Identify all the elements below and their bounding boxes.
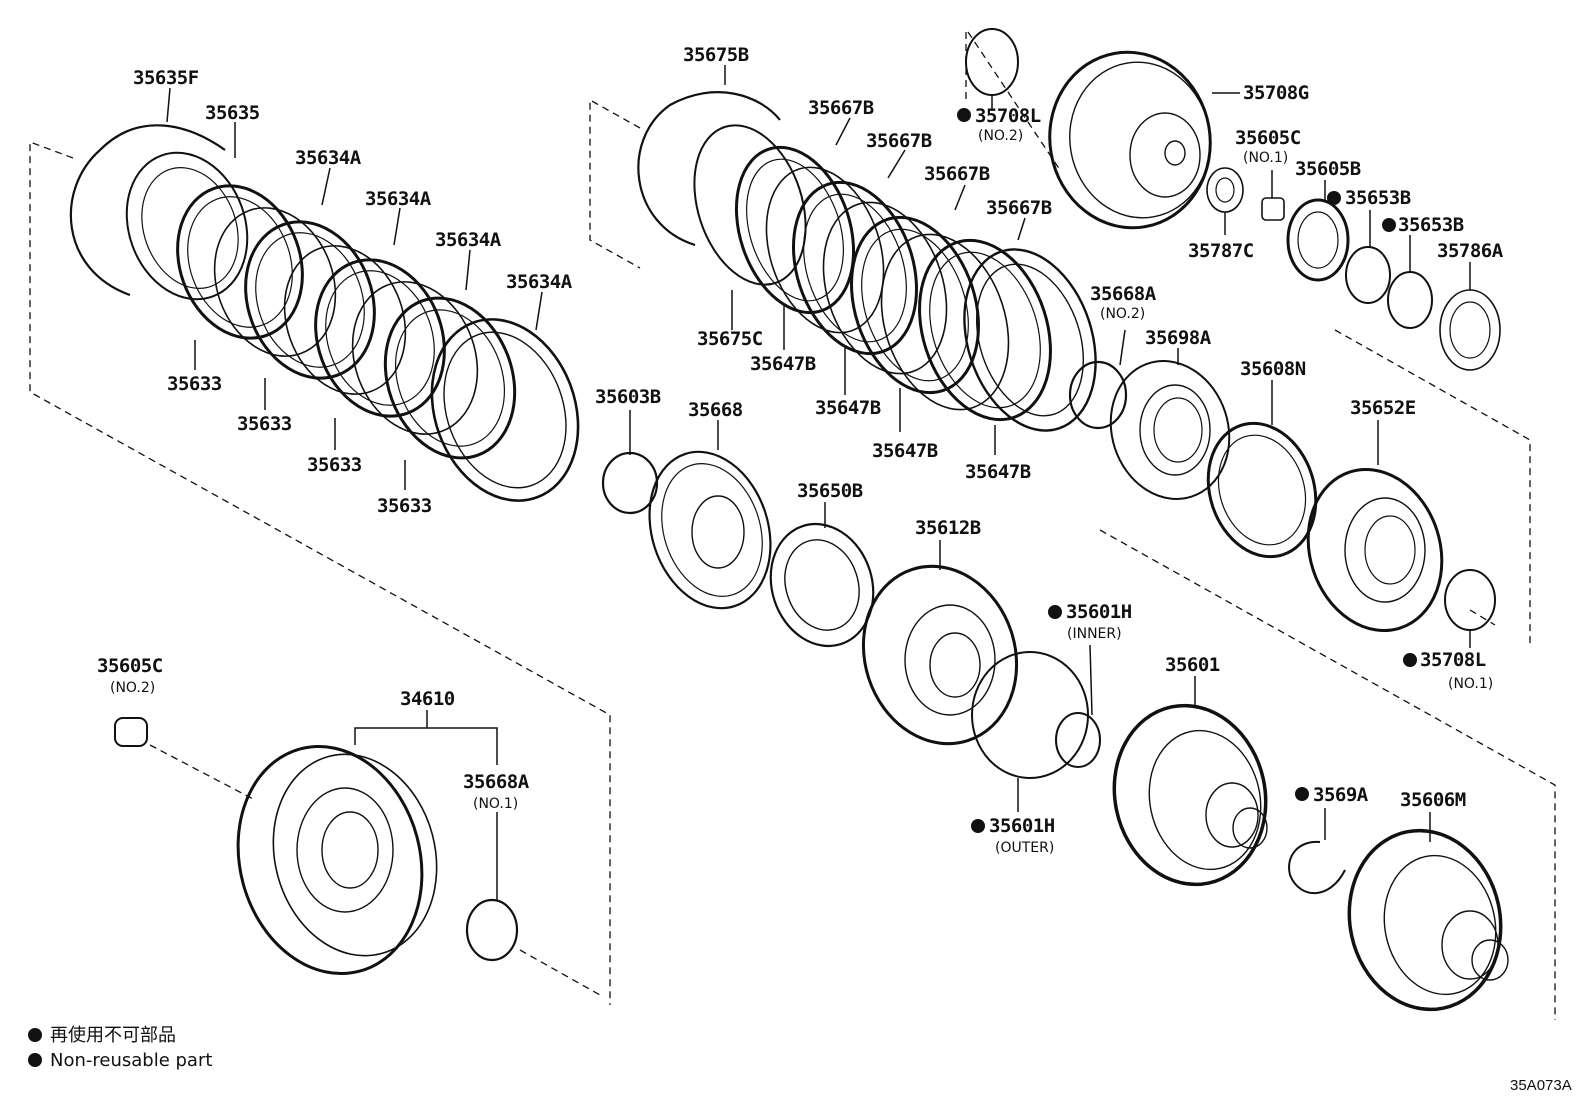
label-35708L-no2: 35708L — [975, 105, 1041, 127]
label-35605C-no1: 35605C — [1235, 127, 1301, 149]
label-35675C: 35675C — [697, 328, 763, 350]
leader-lines — [166, 65, 1471, 900]
label-35653B-1: 35653B — [1345, 187, 1411, 209]
bushing-35605C-no1 — [1261, 197, 1285, 221]
label-35633-2: 35633 — [237, 413, 292, 435]
seal-ring-35653B-a — [1345, 246, 1391, 304]
note-35605C-no2: (NO.2) — [110, 680, 155, 696]
piston-35612B — [861, 564, 1019, 746]
label-35601H-inner: 35601H — [1066, 601, 1132, 623]
seal-ring-35708L-no1 — [1444, 569, 1496, 631]
piston-35698A — [1109, 360, 1231, 500]
label-35605C-no2: 35605C — [97, 655, 163, 677]
diagram-code: 35A073A — [1510, 1077, 1572, 1094]
label-35634A-4: 35634A — [506, 271, 573, 293]
clutch-drum-34610 — [236, 745, 424, 975]
legend: 再使用不可部品 Non-reusable part — [28, 1025, 212, 1071]
label-35608N: 35608N — [1240, 358, 1306, 380]
label-35787C: 35787C — [1188, 240, 1254, 262]
note-35668A-no2: (NO.2) — [1100, 306, 1145, 322]
part-labels: 35635F 35635 35634A 35634A 35634A 35634A… — [97, 44, 1504, 856]
label-35612B: 35612B — [915, 517, 981, 539]
washer-35787C — [1206, 167, 1244, 213]
plate-35668 — [648, 450, 772, 610]
bushing-35605C-no2 — [114, 717, 148, 747]
clutch-plates-35633 — [213, 207, 479, 435]
label-35633-3: 35633 — [307, 454, 362, 476]
left-clutch-pack — [69, 124, 580, 502]
note-35708L-no1: (NO.1) — [1448, 676, 1493, 692]
label-35603B: 35603B — [595, 386, 661, 408]
middle-clutch-pack — [637, 91, 1097, 432]
label-35653B-2: 35653B — [1398, 214, 1464, 236]
snap-ring-35668A-no1 — [465, 898, 519, 962]
spring-35608N — [1206, 421, 1318, 559]
non-reusable-markers — [957, 108, 1417, 833]
label-35650B: 35650B — [797, 480, 863, 502]
note-35605C-no1: (NO.1) — [1243, 150, 1288, 166]
note-35668A-no1: (NO.1) — [473, 796, 518, 812]
label-35601H-outer: 35601H — [989, 815, 1055, 837]
label-35635: 35635 — [205, 102, 260, 124]
seal-ring-35708L-no2 — [965, 28, 1019, 96]
upper-right-drum-group — [965, 28, 1501, 371]
label-35634A-1: 35634A — [295, 147, 362, 169]
label-35633-1: 35633 — [167, 373, 222, 395]
label-3569A: 3569A — [1313, 784, 1369, 806]
label-35667B-4: 35667B — [986, 197, 1052, 219]
drum-35652E — [1306, 467, 1444, 633]
seal-ring-35653B-b — [1387, 271, 1433, 329]
label-34610: 34610 — [400, 688, 455, 710]
label-35708G: 35708G — [1243, 82, 1309, 104]
spring-35650B — [769, 522, 875, 648]
middle-row-right — [1068, 360, 1496, 633]
label-35635F: 35635F — [133, 67, 199, 89]
label-35786A: 35786A — [1437, 240, 1504, 262]
label-35667B-1: 35667B — [808, 97, 874, 119]
label-35698A: 35698A — [1145, 327, 1212, 349]
legend-text-en: Non-reusable part — [50, 1050, 212, 1071]
bearing-35605B — [1286, 198, 1350, 282]
snap-ring-35635F — [69, 124, 226, 297]
note-35708L-no2: (NO.2) — [978, 128, 1023, 144]
legend-marker-en — [28, 1053, 42, 1067]
clutch-discs-35634A — [176, 184, 517, 460]
label-35647B-3: 35647B — [872, 440, 938, 462]
legend-text-ja: 再使用不可部品 — [50, 1025, 176, 1046]
drum-35708G — [1048, 50, 1212, 230]
label-35601: 35601 — [1165, 654, 1220, 676]
label-35667B-2: 35667B — [866, 130, 932, 152]
label-35606M: 35606M — [1400, 789, 1466, 811]
label-35647B-2: 35647B — [815, 397, 881, 419]
label-35667B-3: 35667B — [924, 163, 990, 185]
label-35634A-2: 35634A — [365, 188, 432, 210]
note-35601H-outer: (OUTER) — [995, 840, 1054, 856]
note-35601H-inner: (INNER) — [1067, 626, 1122, 642]
drum-35601 — [1112, 703, 1268, 887]
label-35605B: 35605B — [1295, 158, 1361, 180]
assembly-boundary-lines — [29, 31, 1556, 1020]
bottom-left-group — [114, 717, 519, 975]
label-35647B-1: 35647B — [750, 353, 816, 375]
label-35633-4: 35633 — [377, 495, 432, 517]
label-35668: 35668 — [688, 399, 743, 421]
bushing-3569A — [1288, 840, 1346, 895]
label-35708L-no1: 35708L — [1420, 649, 1486, 671]
snap-ring-35668A-no2 — [1068, 360, 1128, 430]
legend-marker-ja — [28, 1028, 42, 1042]
snap-ring-35675B — [637, 91, 781, 247]
label-35675B: 35675B — [683, 44, 749, 66]
label-35647B-4: 35647B — [965, 461, 1031, 483]
label-35668A-no2: 35668A — [1090, 283, 1157, 305]
o-ring-35601H-inner — [1055, 712, 1101, 768]
label-35668A-no1: 35668A — [463, 771, 530, 793]
label-35652E: 35652E — [1350, 397, 1416, 419]
label-35634A-3: 35634A — [435, 229, 502, 251]
bottom-right-group — [1112, 703, 1509, 1012]
drum-35606M — [1347, 828, 1503, 1012]
retaining-plate-35635 — [125, 151, 249, 301]
snap-ring-35603B — [601, 451, 659, 515]
center-lower-group — [601, 450, 1101, 779]
